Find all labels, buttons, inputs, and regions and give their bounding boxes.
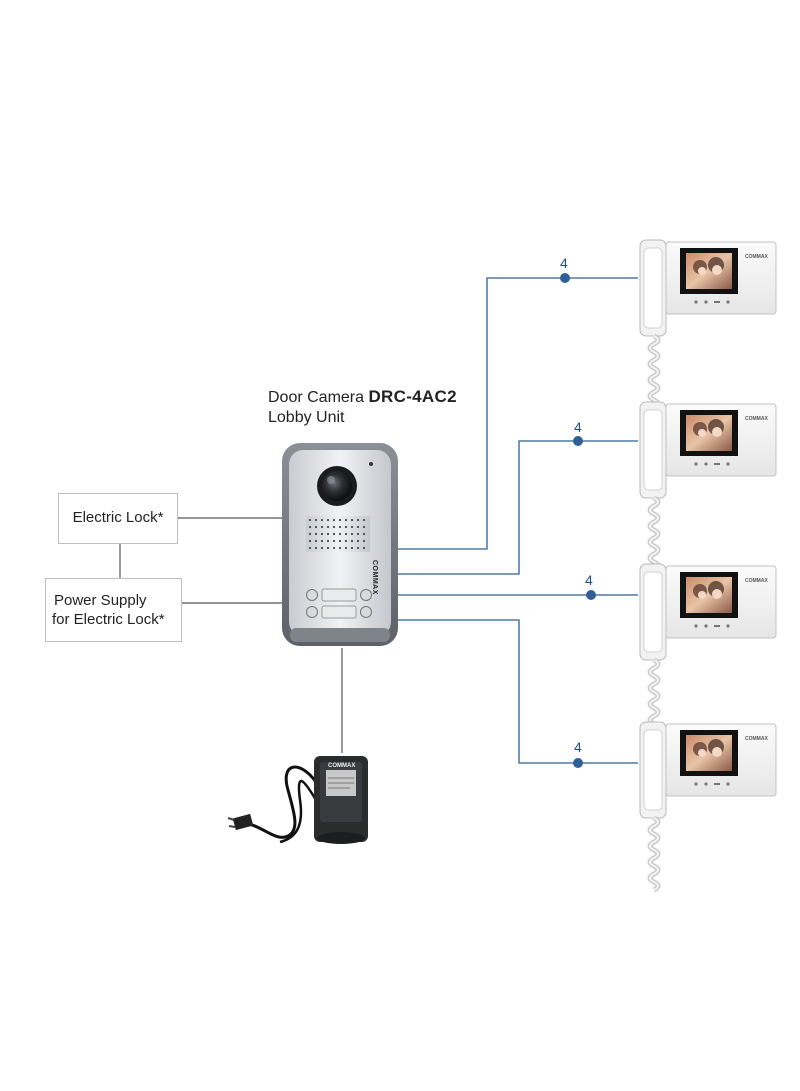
power-supply-line1: Power Supply (54, 592, 147, 609)
camera-model: DRC-4AC2 (368, 387, 457, 406)
monitor-2-brand: COMMAX (745, 416, 768, 422)
camera-title-prefix: Door Camera (268, 389, 365, 406)
camera-subtitle: Lobby Unit (268, 409, 345, 426)
electric-lock-label: Electric Lock* (72, 509, 164, 526)
monitor-2-image (640, 402, 776, 570)
junction-dot (560, 273, 570, 283)
junction-dot (573, 758, 583, 768)
electric-lock-box: Electric Lock* (58, 493, 178, 544)
wire-count-label: 4 (574, 419, 582, 435)
monitor-1-brand: COMMAX (745, 254, 768, 260)
monitor-3-brand: COMMAX (745, 578, 768, 584)
monitor-3-image (640, 564, 776, 732)
wire-count-label: 4 (585, 572, 593, 588)
camera-brand: COMMAX (371, 560, 378, 595)
power-supply-line2: for Electric Lock* (52, 611, 165, 628)
monitor-1-image (640, 240, 776, 408)
power-adapter-image (227, 756, 368, 844)
camera-title: Door Camera DRC-4AC2 Lobby Unit (268, 387, 457, 428)
monitor-4-brand: COMMAX (745, 736, 768, 742)
adapter-brand: COMMAX (328, 763, 356, 769)
monitor-4-image (640, 722, 776, 890)
blue-wires (396, 277, 638, 764)
gray-wires (119, 517, 343, 753)
junction-dot (573, 436, 583, 446)
wire-count-label: 4 (574, 739, 582, 755)
junction-dot (586, 590, 596, 600)
door-camera-image (282, 443, 398, 646)
wire-junctions (560, 273, 596, 768)
power-supply-box: Power Supply for Electric Lock* (45, 578, 182, 642)
wire-count-label: 4 (560, 255, 568, 271)
